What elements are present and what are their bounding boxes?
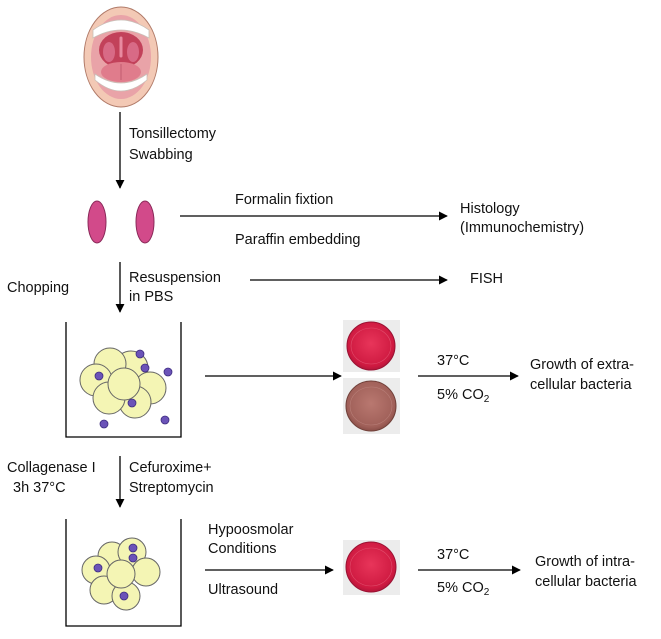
tonsil-tissue-icon: [87, 200, 155, 244]
open-mouth-icon: [83, 6, 159, 108]
histology-label: Histology: [460, 201, 520, 217]
flow-arrows: [115, 112, 521, 575]
cefuroxime-label: Cefuroxime+: [129, 460, 212, 476]
agar-plate-red-2: [343, 540, 400, 595]
co2-label-2: 5% CO2: [437, 580, 490, 598]
immunochemistry-label: (Immunochemistry): [460, 220, 585, 236]
paraffin-label: Paraffin embedding: [235, 232, 361, 248]
bacteria-2: [93, 543, 138, 601]
co2-label-1: 5% CO2: [437, 387, 490, 405]
cell-suspension-container-1: [65, 322, 182, 438]
conditions-label: Conditions: [208, 541, 277, 557]
fish-label: FISH: [470, 271, 504, 287]
cell-cluster-2: [81, 537, 161, 611]
cell-suspension-container-2: [65, 519, 182, 627]
temperature-label-2: 37°C: [437, 547, 470, 563]
chopping-label: Chopping: [7, 280, 70, 296]
temperature-label-1: 37°C: [437, 353, 470, 369]
bacteria-1: [94, 349, 173, 429]
incubation-label: 3h 37°C: [13, 480, 66, 496]
formalin-label: Formalin fixtion: [235, 192, 334, 208]
swabbing-label: Swabbing: [129, 147, 193, 163]
agar-plate-icon: [343, 320, 400, 372]
ultrasound-label: Ultrasound: [208, 582, 279, 598]
streptomycin-label: Streptomycin: [129, 480, 214, 496]
agar-plate-brown: [343, 378, 400, 434]
hypoosmolar-label: Hypoosmolar: [208, 522, 294, 538]
growth-intracellular-line1: Growth of intra-: [535, 554, 635, 570]
growth-extracellular-line2: cellular bacteria: [530, 377, 632, 393]
tonsillectomy-label: Tonsillectomy: [129, 126, 217, 142]
in-pbs-label: in PBS: [129, 289, 174, 305]
resuspension-label: Resuspension: [129, 270, 221, 286]
collagenase-label: Collagenase I: [7, 460, 96, 476]
growth-extracellular-line1: Growth of extra-: [530, 357, 634, 373]
cell-cluster-1: [79, 347, 167, 419]
growth-intracellular-line2: cellular bacteria: [535, 574, 637, 590]
